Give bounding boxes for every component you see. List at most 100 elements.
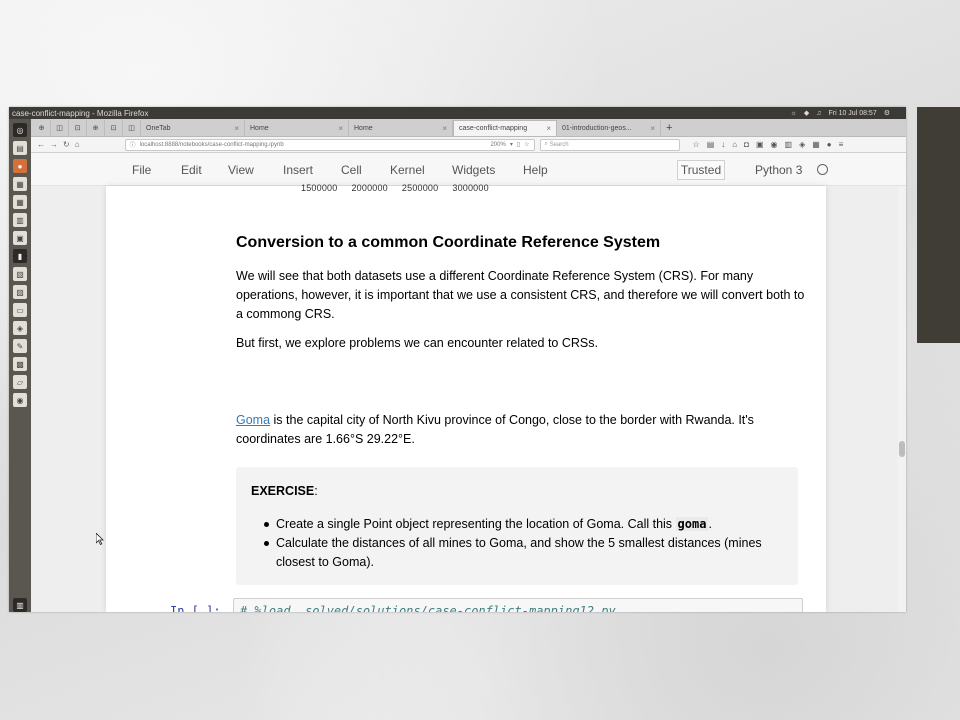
download-icon[interactable]: ↓ (721, 140, 726, 149)
tab-introduction[interactable]: 01-introduction-geos... × (557, 120, 661, 136)
pinned-tab[interactable]: ⊡ (69, 120, 87, 136)
forward-icon[interactable]: → (50, 140, 58, 149)
document-icon[interactable]: ▦ (13, 177, 27, 191)
document-icon-2[interactable]: ▦ (13, 195, 27, 209)
image-editor-icon[interactable]: ▩ (13, 357, 27, 371)
menu-icon[interactable]: ≡ (838, 140, 844, 149)
addon-icon[interactable]: ◈ (799, 140, 806, 149)
menu-widgets[interactable]: Widgets (452, 163, 496, 177)
reader-icon[interactable]: ▯ (516, 142, 521, 148)
mouse-cursor-icon (96, 533, 104, 545)
addon-icon[interactable]: ▥ (784, 140, 793, 149)
problems-paragraph: But first, we explore problems we can en… (236, 336, 598, 350)
search-input[interactable]: ⌕ Search (539, 138, 680, 151)
image-viewer-icon[interactable]: ▧ (13, 267, 27, 281)
menu-edit[interactable]: Edit (181, 163, 202, 177)
plot-axis-ticks: 1500000 2000000 2500000 3000000 (301, 183, 489, 193)
spreadsheet-icon[interactable]: ▥ (13, 213, 27, 227)
dash-icon[interactable]: ◎ (13, 123, 27, 137)
firefox-icon[interactable]: ● (13, 159, 27, 173)
tab-home-2[interactable]: Home × (349, 120, 453, 136)
close-icon[interactable]: × (546, 124, 551, 133)
kernel-name[interactable]: Python 3 (755, 163, 803, 177)
disk-icon[interactable]: ◉ (13, 393, 27, 407)
scrollbar[interactable] (898, 186, 906, 612)
bookmark-star-icon[interactable]: ☆ (524, 142, 530, 148)
addon-icon[interactable]: ▦ (812, 140, 820, 149)
settings-icon[interactable]: ⚙ (883, 110, 890, 117)
pinned-tab[interactable]: ⊡ (105, 120, 123, 136)
menu-help[interactable]: Help (523, 163, 548, 177)
goma-paragraph: Goma is the capital city of North Kivu p… (236, 411, 806, 449)
addon-icon[interactable]: ◉ (770, 140, 778, 149)
code-cell-input[interactable]: # %load _solved/solutions/case-conflict-… (233, 598, 803, 612)
addon-icon[interactable]: ● (826, 140, 832, 149)
exercise-colon: : (314, 484, 318, 498)
axis-tick: 2500000 (401, 183, 439, 193)
tab-onetab[interactable]: OneTab × (141, 120, 245, 136)
pocket-icon[interactable]: ◘ (744, 140, 749, 149)
brightness-icon[interactable]: ☼ (790, 109, 797, 117)
side-panel (917, 107, 960, 343)
settings-app-icon[interactable]: ◈ (13, 321, 27, 335)
app-icon[interactable]: ▨ (13, 285, 27, 299)
close-icon[interactable]: × (234, 123, 239, 133)
pinned-tab[interactable]: ◫ (51, 120, 69, 136)
search-icon: ⌕ (544, 141, 550, 147)
exercise-box: EXERCISE: Create a single Point object r… (236, 467, 798, 585)
back-icon[interactable]: ← (37, 140, 45, 149)
home-icon[interactable]: ⌂ (74, 140, 80, 149)
tab-case-conflict-mapping[interactable]: case-conflict-mapping × (453, 120, 557, 136)
pinned-tab[interactable]: ◫ (123, 120, 141, 136)
pinned-tab[interactable]: ⊕ (33, 120, 51, 136)
axis-tick: 1500000 (301, 183, 338, 193)
item-text: Create a single Point object representin… (276, 517, 676, 531)
list-item: Calculate the distances of all mines to … (262, 534, 762, 572)
menu-cell[interactable]: Cell (341, 163, 362, 177)
jupyter-page: File Edit View Insert Cell Kernel Widget… (31, 153, 906, 612)
zoom-level[interactable]: 200% (490, 141, 506, 148)
axis-tick: 2000000 (351, 183, 388, 193)
menu-file[interactable]: File (132, 163, 152, 177)
library-icon[interactable]: ▤ (706, 140, 715, 149)
cell-prompt: In [ ]: (170, 604, 221, 612)
pinned-tab[interactable]: ⊕ (87, 120, 105, 136)
toolbar-icons: ☆ ▤ ↓ ⌂ ◘ ▣ ◉ ▥ ◈ ▦ ● ≡ (693, 140, 844, 149)
info-icon[interactable]: ⓘ (129, 143, 136, 149)
dropbox-icon[interactable]: ◆ (803, 110, 810, 117)
close-icon[interactable]: × (338, 123, 343, 133)
close-icon[interactable]: × (442, 123, 447, 133)
list-item: Create a single Point object representin… (262, 515, 762, 534)
menu-kernel[interactable]: Kernel (390, 163, 425, 177)
url-bar[interactable]: ⓘ localhost:8888/notebooks/case-conflict… (124, 138, 535, 151)
presentation-icon[interactable]: ▱ (13, 375, 27, 389)
tab-home[interactable]: Home × (245, 120, 349, 136)
jupyter-menubar: File Edit View Insert Cell Kernel Widget… (31, 153, 906, 186)
monitor-icon[interactable]: ▭ (13, 303, 27, 317)
files-icon[interactable]: ▤ (13, 141, 27, 155)
bookmarks-icon[interactable]: ☆ (692, 140, 700, 149)
goma-link[interactable]: Goma (236, 413, 271, 427)
trash-icon[interactable]: ▥ (13, 598, 27, 612)
terminal-icon[interactable]: ▮ (13, 249, 27, 263)
clock[interactable]: Fri 10 Jul 08:57 (828, 109, 877, 117)
menu-insert[interactable]: Insert (283, 163, 314, 177)
dropdown-icon[interactable]: ▾ (509, 142, 513, 148)
trusted-indicator[interactable]: Trusted (677, 160, 725, 180)
new-tab-button[interactable]: + (661, 120, 677, 136)
home-button-icon[interactable]: ⌂ (732, 140, 738, 149)
plus-icon: + (666, 122, 673, 134)
crs-paragraph: We will see that both datasets use a dif… (236, 269, 805, 321)
url-text: localhost:8888/notebooks/case-conflict-m… (139, 141, 284, 148)
calendar-icon[interactable]: ▣ (13, 231, 27, 245)
menu-view[interactable]: View (228, 163, 254, 177)
scrollbar-thumb[interactable] (899, 441, 905, 457)
close-icon[interactable]: × (650, 123, 655, 133)
addon-icon[interactable]: ▣ (755, 140, 764, 149)
editor-icon[interactable]: ✎ (13, 339, 27, 353)
section-heading: Conversion to a common Coordinate Refere… (236, 234, 661, 251)
sound-icon[interactable]: ♫ (816, 109, 822, 117)
system-tray: ☼ ◆ ♫ Fri 10 Jul 08:57 ⚙ (790, 109, 906, 118)
reload-icon[interactable]: ↻ (63, 140, 70, 149)
screen-capture: case-conflict-mapping - Mozilla Firefox … (9, 107, 906, 612)
